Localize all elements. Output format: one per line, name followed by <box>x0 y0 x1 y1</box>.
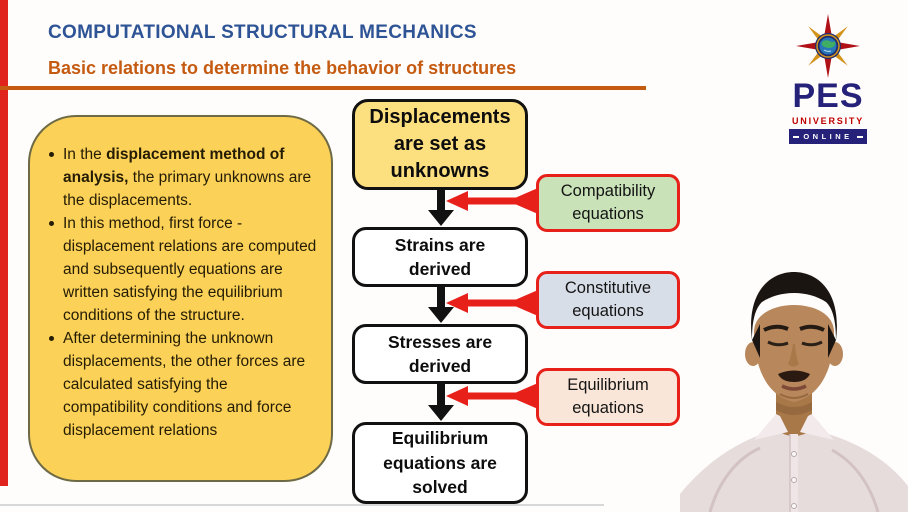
page-subtitle: Basic relations to determine the behavio… <box>48 58 517 78</box>
logo-acronym: PES <box>792 77 864 115</box>
logo-university-label: UNIVERSITY <box>791 116 864 126</box>
flow-step-strains: Strains are derived <box>352 227 528 287</box>
bullet-dot-icon <box>49 221 54 226</box>
header-divider <box>0 86 646 90</box>
red-callout-arrow-icon <box>446 383 538 409</box>
left-accent-bar <box>0 0 8 486</box>
page-title: COMPUTATIONAL STRUCTURAL MECHANICS <box>48 22 477 43</box>
logo-online-badge: ONLINE <box>789 129 867 144</box>
flow-step-stresses: Stresses are derived <box>352 324 528 384</box>
list-item: In this method, first force - displaceme… <box>48 212 317 327</box>
down-arrow-icon <box>428 189 454 226</box>
notes-box: In the displacement method of analysis, … <box>28 115 333 482</box>
flow-step-equilibrium-solved: Equilibrium equations are solved <box>352 422 528 504</box>
dash-icon <box>793 135 800 138</box>
callout-equilibrium-equations: Equilibrium equations <box>536 368 680 426</box>
pes-university-logo: PES UNIVERSITY ONLINE <box>786 14 870 144</box>
flow-step-displacements: Displacements are set as unknowns <box>352 99 528 190</box>
callout-constitutive-equations: Constitutive equations <box>536 271 680 329</box>
red-callout-arrow-icon <box>446 188 538 214</box>
down-arrow-icon <box>428 381 454 421</box>
bullet-dot-icon <box>49 336 54 341</box>
presenter-webcam <box>680 272 908 512</box>
down-arrow-icon <box>428 286 454 323</box>
list-item: After determining the unknown displaceme… <box>48 327 317 442</box>
bullet-dot-icon <box>49 152 54 157</box>
bottom-divider <box>0 504 604 506</box>
dash-icon <box>856 135 863 138</box>
red-callout-arrow-icon <box>446 290 538 316</box>
compass-star-icon <box>796 14 860 78</box>
list-item: In the displacement method of analysis, … <box>48 143 317 212</box>
notes-bullet-list: In the displacement method of analysis, … <box>48 143 317 442</box>
callout-compatibility-equations: Compatibility equations <box>536 174 680 232</box>
